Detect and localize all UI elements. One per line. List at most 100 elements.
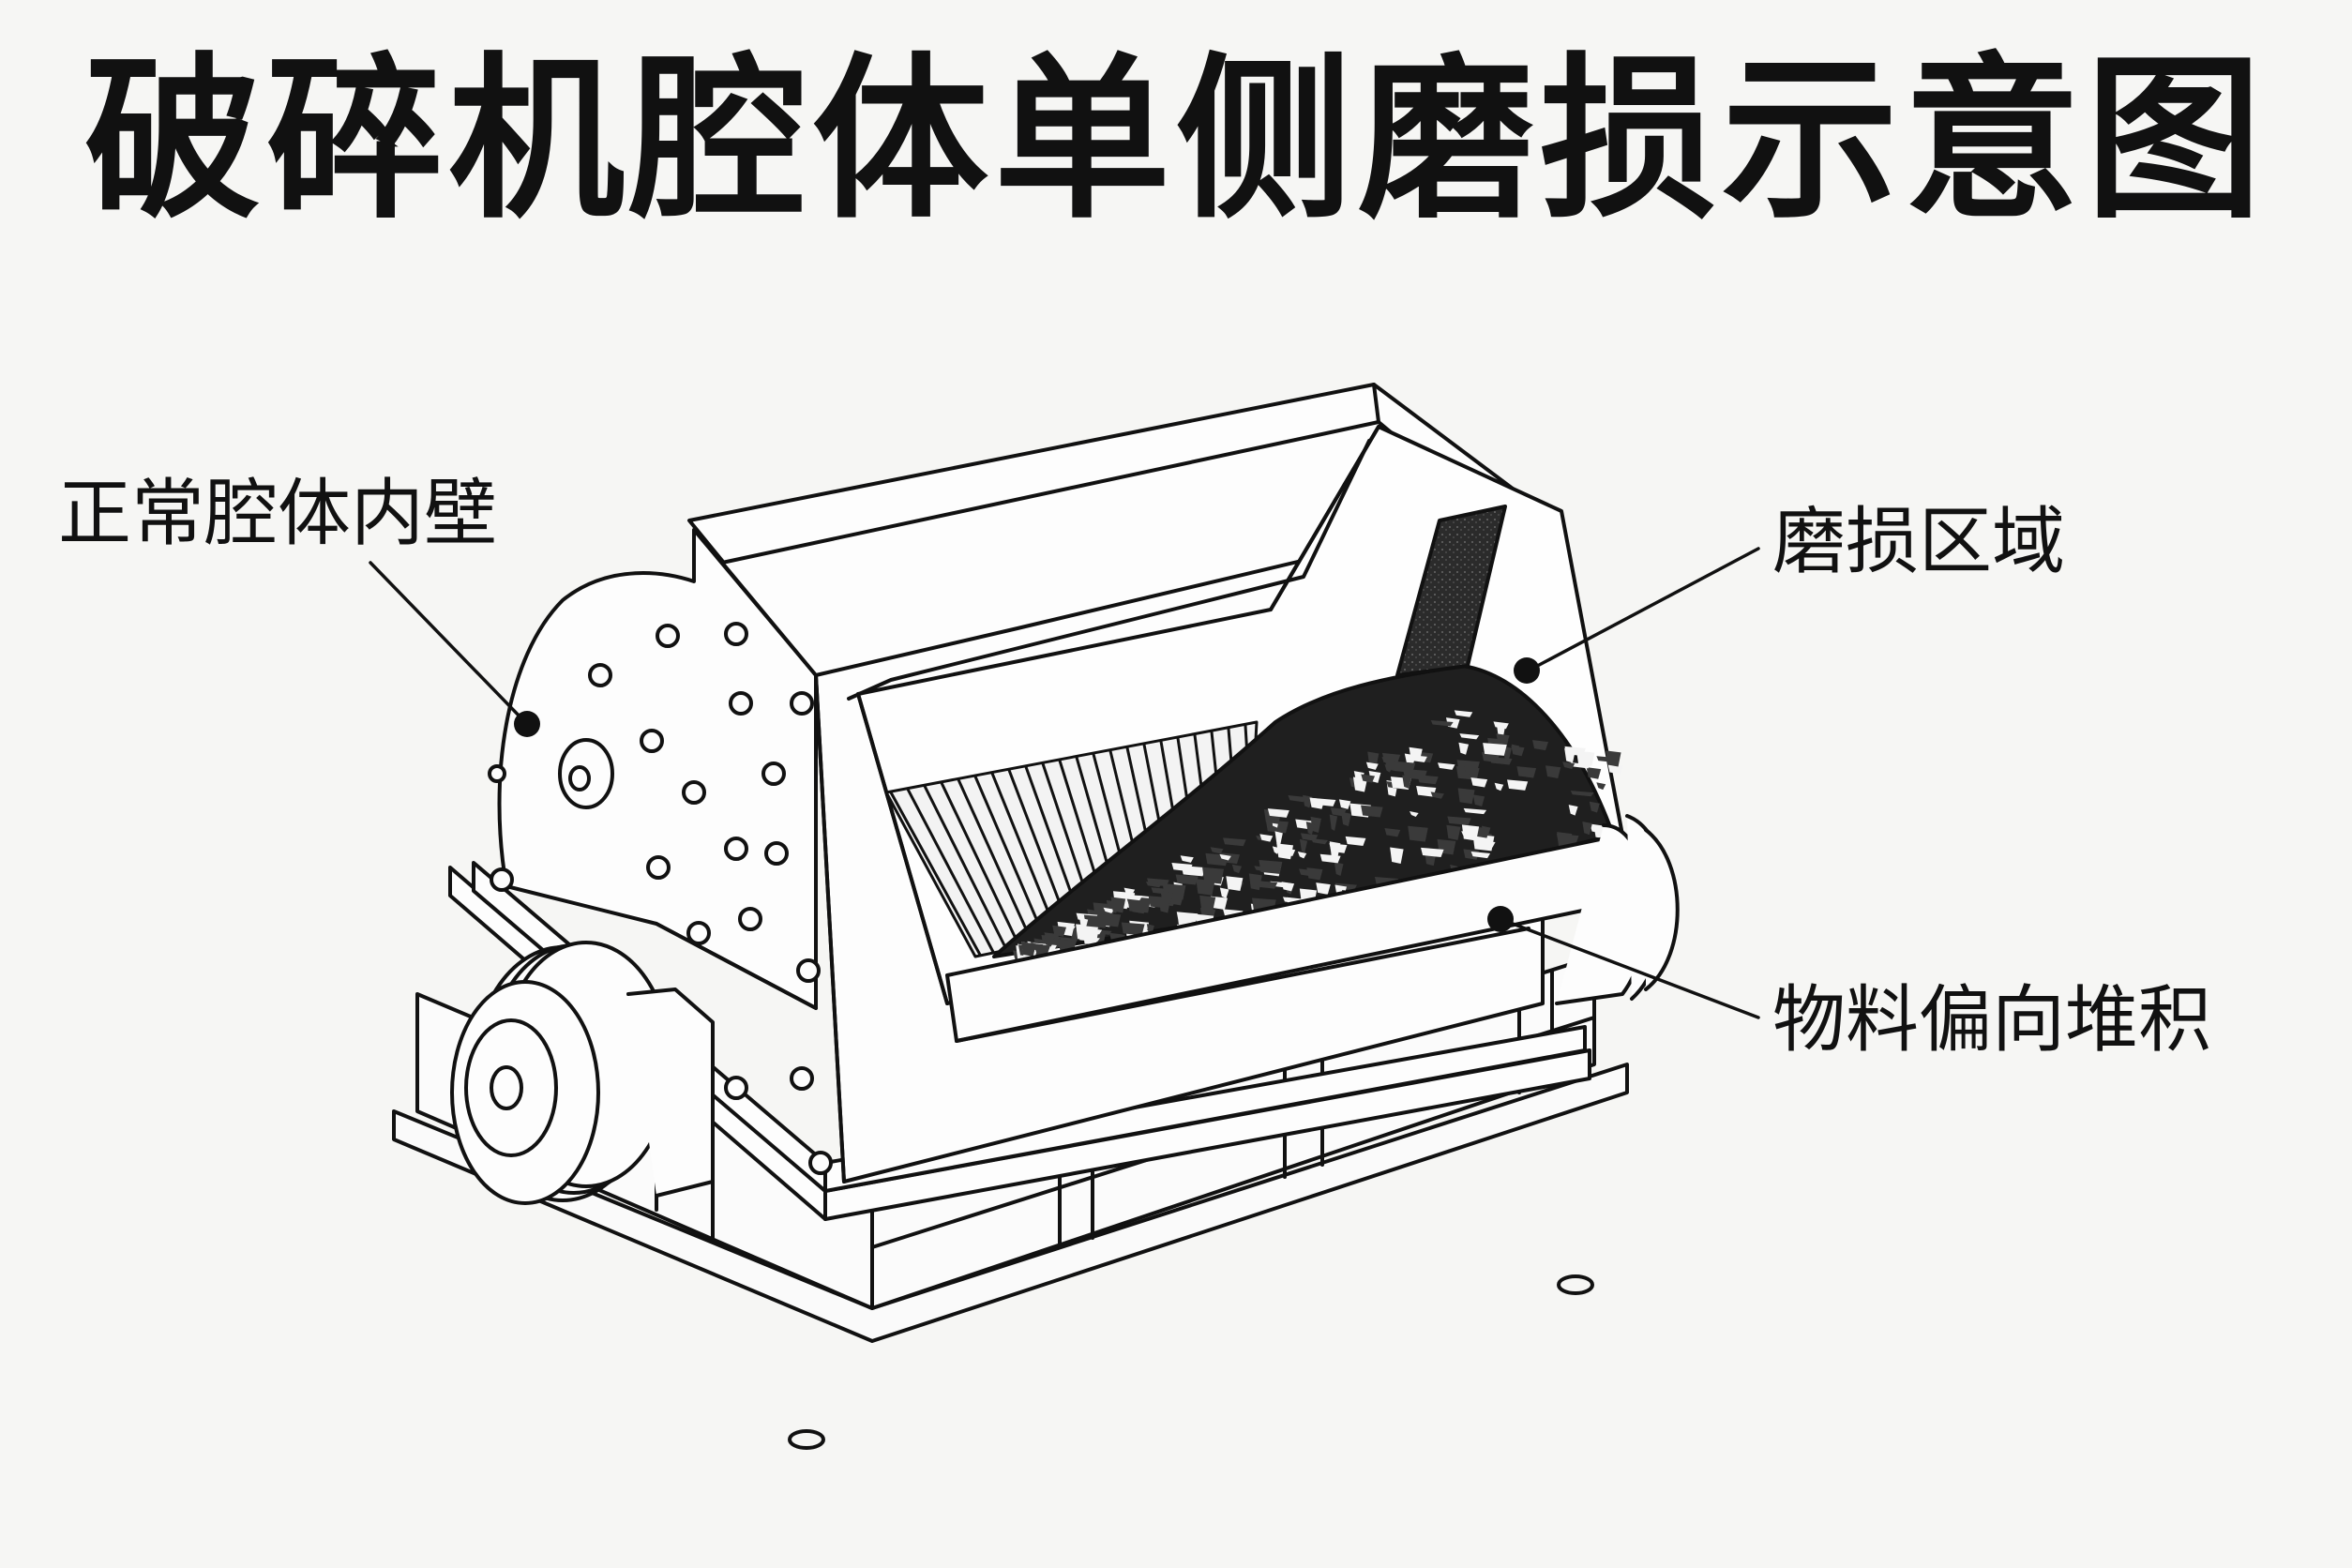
rock	[1219, 887, 1229, 898]
rock	[1079, 917, 1089, 931]
rock	[1361, 805, 1383, 818]
rib-line	[973, 775, 1048, 942]
rock	[1454, 710, 1473, 717]
rock	[1267, 808, 1289, 818]
rock	[1416, 786, 1437, 797]
rock	[1297, 852, 1307, 859]
rock	[1083, 914, 1108, 928]
rock	[1494, 782, 1504, 792]
rock	[1437, 762, 1455, 770]
rock	[1607, 763, 1623, 775]
page-title: 破碎机腔体单侧磨损示意图	[84, 38, 2268, 243]
rock	[1463, 849, 1480, 860]
rock	[1545, 765, 1561, 778]
leader-dots	[514, 657, 1540, 932]
rock	[1306, 867, 1323, 881]
rib-line	[923, 784, 1008, 951]
rock	[1596, 782, 1606, 791]
rock	[1110, 897, 1126, 913]
rock	[1176, 912, 1199, 925]
rock	[1361, 774, 1376, 783]
rock	[1231, 864, 1243, 874]
rock	[1171, 862, 1193, 872]
rock	[1470, 851, 1491, 859]
rock	[1564, 746, 1586, 757]
rock	[1305, 822, 1315, 836]
rock	[1430, 719, 1454, 727]
rock	[1329, 814, 1338, 832]
rock	[1458, 742, 1470, 755]
shaft-hub	[558, 738, 614, 809]
rock	[1274, 831, 1283, 847]
rock	[1461, 824, 1480, 841]
rock	[1122, 894, 1143, 901]
rock	[1329, 841, 1341, 858]
rock	[1496, 733, 1510, 745]
rock	[1472, 834, 1495, 852]
rock	[1255, 881, 1278, 889]
rock	[1160, 891, 1173, 904]
rib-line	[889, 791, 982, 957]
rock	[1568, 805, 1578, 816]
drive-pulley	[450, 941, 715, 1205]
callout-material-pile: 物料偏向堆积	[1772, 978, 2212, 1063]
rock	[1078, 930, 1099, 939]
rock	[1390, 847, 1404, 865]
callout-wear-zone: 磨损区域	[1772, 500, 2066, 584]
rock	[1421, 847, 1444, 858]
rock	[1606, 750, 1621, 767]
rock	[1033, 943, 1051, 954]
rock	[1210, 847, 1224, 854]
rock	[1123, 887, 1136, 896]
rock	[1309, 797, 1325, 809]
rib-line	[906, 788, 995, 954]
rock	[1365, 761, 1379, 770]
rock	[1384, 764, 1393, 773]
rock	[1556, 834, 1579, 845]
rock	[1409, 746, 1423, 761]
rock	[1048, 939, 1072, 947]
rock	[1459, 733, 1480, 740]
rock	[1402, 775, 1412, 789]
rock	[1338, 799, 1351, 809]
rock	[1464, 765, 1472, 775]
rock	[1078, 936, 1100, 942]
rock	[1300, 833, 1319, 841]
rock	[1457, 788, 1475, 805]
rock	[1589, 801, 1600, 813]
side-housing	[497, 528, 818, 1010]
rock	[1202, 867, 1225, 884]
rock	[1562, 761, 1576, 770]
rock	[1276, 843, 1294, 860]
rock	[1299, 838, 1308, 853]
rock	[1507, 779, 1529, 791]
rock	[1196, 879, 1215, 896]
rock	[1381, 756, 1395, 764]
rock	[1020, 942, 1036, 957]
rock	[1446, 824, 1461, 840]
rock	[1259, 834, 1274, 842]
rock	[1430, 792, 1444, 799]
rock	[1532, 740, 1548, 751]
rock	[1447, 816, 1471, 825]
rock	[1127, 896, 1152, 913]
rock	[1223, 837, 1246, 847]
rib-line	[957, 777, 1034, 945]
rock	[1463, 807, 1487, 815]
callout-normal-wall: 正常腔体内壁	[58, 472, 498, 556]
rock	[1272, 846, 1280, 854]
rock	[1456, 760, 1480, 773]
rock	[1409, 811, 1419, 818]
rock	[1103, 907, 1115, 913]
rock	[1470, 777, 1488, 788]
rock	[1586, 767, 1602, 779]
rock	[1319, 853, 1341, 864]
rock	[1408, 825, 1428, 842]
rock	[1334, 862, 1344, 877]
rib-line	[940, 781, 1021, 948]
rock	[1175, 874, 1199, 885]
rock	[1288, 795, 1306, 803]
rock	[1180, 855, 1194, 863]
rock	[1472, 794, 1485, 807]
